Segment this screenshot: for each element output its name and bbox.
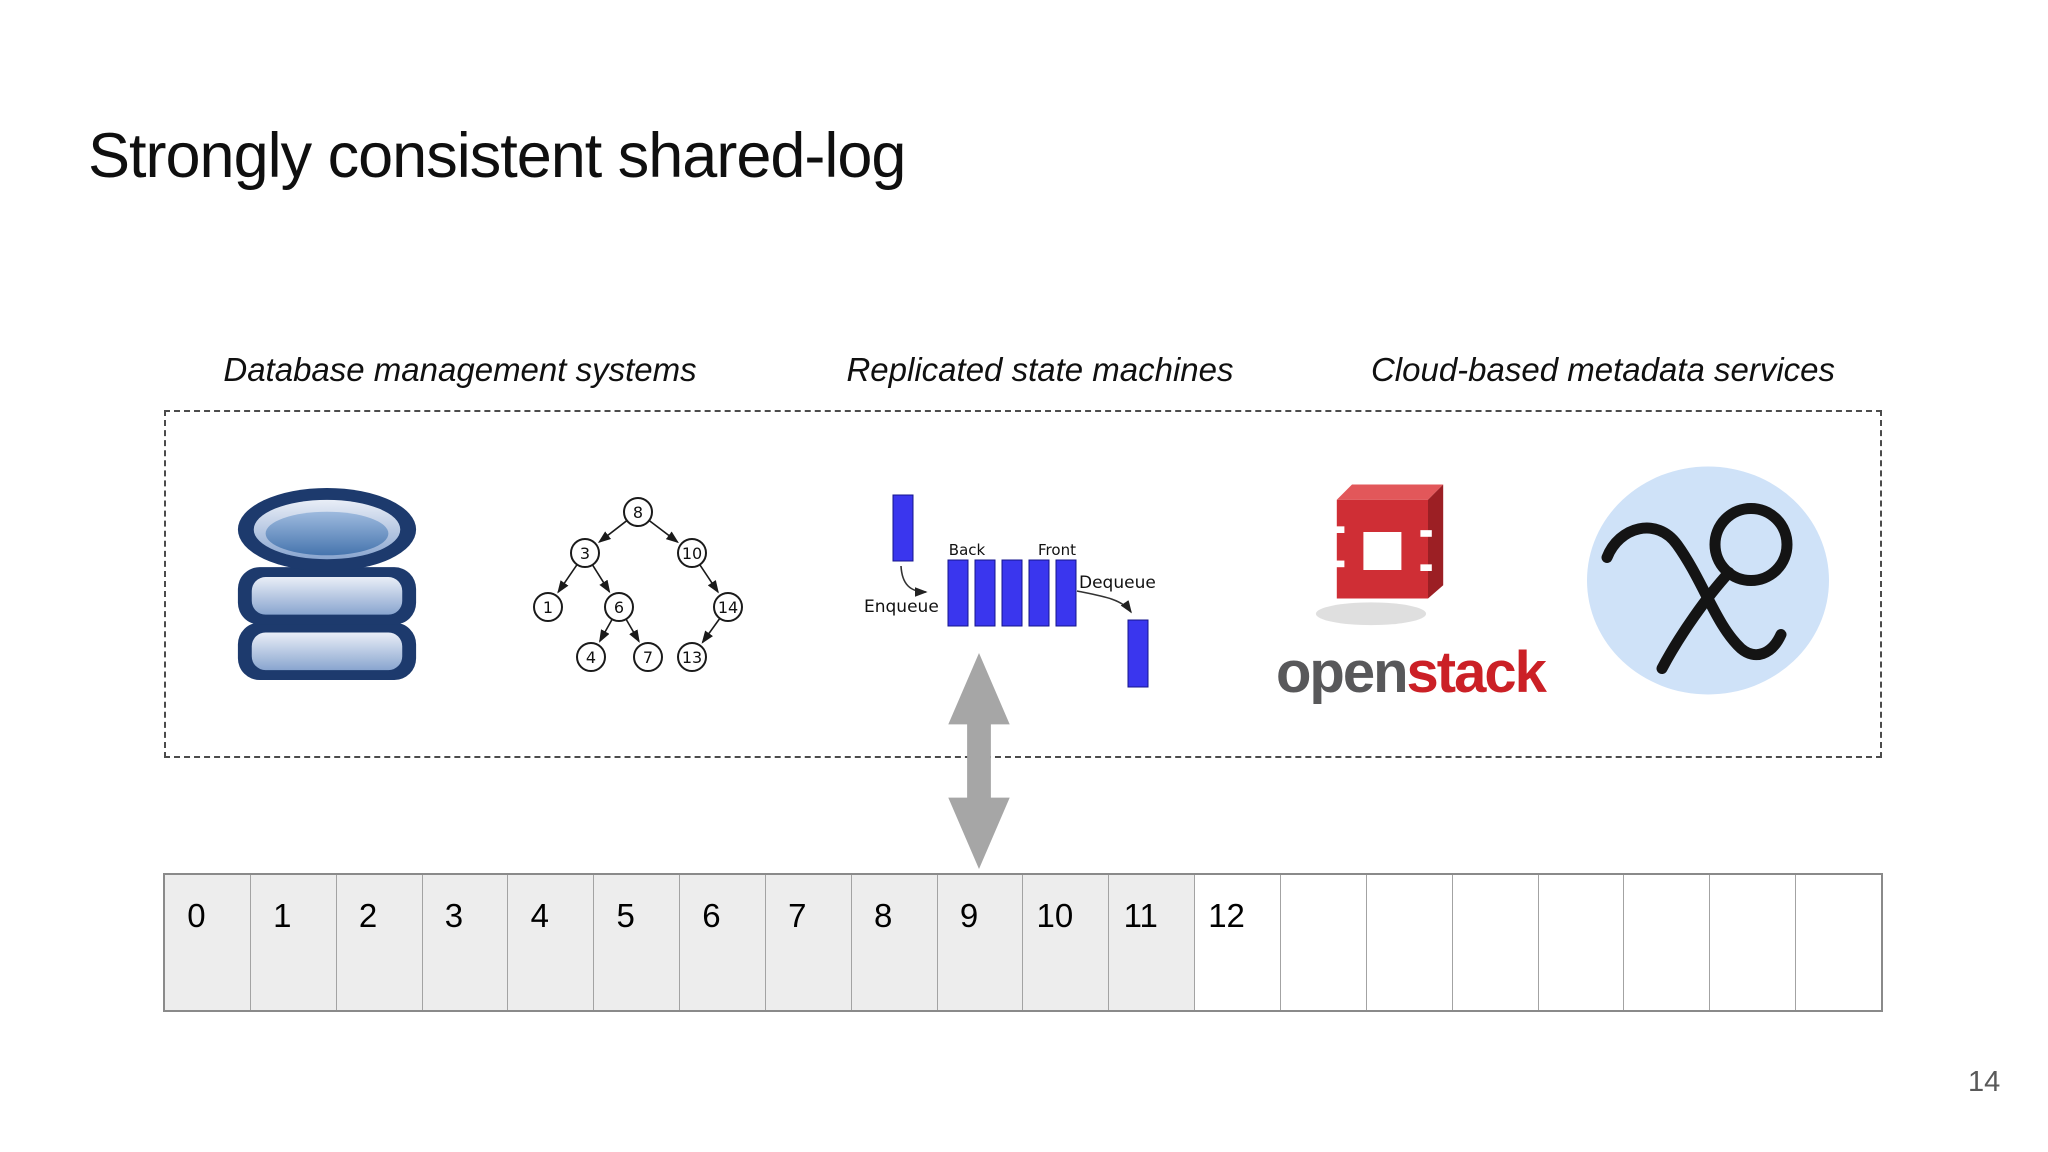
svg-text:3: 3 <box>580 544 590 563</box>
log-cell-label: 3 <box>444 897 464 934</box>
lambda-logo <box>1587 466 1829 695</box>
tree-node-3: 3 <box>570 538 600 568</box>
append-double-arrow <box>948 653 1010 869</box>
log-cell-7: 7 <box>765 875 852 1010</box>
tree-edge-10-14 <box>699 564 719 594</box>
tree-edge-8-10 <box>648 519 679 544</box>
log-cell-label: 8 <box>873 897 893 934</box>
log-cell-label: 7 <box>788 897 807 934</box>
enqueue-arrow <box>900 565 928 597</box>
log-cell-label: 11 <box>1123 897 1158 934</box>
openstack-word-stack: stack <box>1406 640 1547 705</box>
log-cell-3: 3 <box>422 875 509 1010</box>
tree-edge-3-6 <box>591 564 611 594</box>
category-label-cloud-metadata: Cloud-based metadata services <box>1370 351 1836 388</box>
log-cell-label: 1 <box>273 897 292 934</box>
openstack-word-open: open <box>1276 640 1409 705</box>
enqueue-label: Enqueue <box>864 597 939 617</box>
tree-node-6: 6 <box>604 592 634 622</box>
log-cell-empty-18 <box>1710 875 1797 1010</box>
tree-node-8: 8 <box>623 497 653 527</box>
queue-diagram: Back Front Enqueue Dequeue <box>864 494 1156 688</box>
queue-front-label: Front <box>1038 541 1076 559</box>
log-cell-8: 8 <box>851 875 938 1010</box>
tree-edge-3-1 <box>557 564 578 594</box>
tree-node-10: 10 <box>677 538 707 568</box>
log-cell-empty-14 <box>1366 875 1453 1010</box>
openstack-wordmark: openstack <box>1276 644 1576 702</box>
log-cell-label: 4 <box>530 897 549 934</box>
lambda-circle-background <box>1587 466 1829 695</box>
dequeue-arrow <box>1076 590 1132 614</box>
svg-text:13: 13 <box>682 648 702 667</box>
tree-node-1: 1 <box>533 592 563 622</box>
svg-text:6: 6 <box>614 598 624 617</box>
log-cell-12: 12 <box>1195 875 1281 1010</box>
log-cell-label: 9 <box>959 897 979 934</box>
queue-back-label: Back <box>949 541 986 559</box>
queue-bar-3 <box>1028 559 1050 627</box>
svg-text:10: 10 <box>682 544 702 563</box>
svg-text:7: 7 <box>643 648 653 667</box>
queue-bar-0 <box>947 559 969 627</box>
svg-text:1: 1 <box>543 598 553 617</box>
log-cell-label: 6 <box>702 897 721 934</box>
openstack-logo: openstack <box>1276 470 1576 720</box>
log-cell-11: 11 <box>1109 875 1196 1010</box>
queue-bar-4 <box>1055 559 1077 627</box>
log-cell-empty-15 <box>1452 875 1539 1010</box>
applications-dashed-box <box>164 410 1882 758</box>
tree-edge-8-3 <box>597 519 628 543</box>
tree-node-14: 14 <box>713 592 743 622</box>
category-label-dbms: Database management systems <box>223 351 697 388</box>
database-icon <box>237 487 417 681</box>
log-cell-2: 2 <box>336 875 423 1010</box>
log-cell-label: 10 <box>1036 897 1074 934</box>
svg-text:14: 14 <box>718 598 738 617</box>
queue-cells <box>947 559 1077 627</box>
double-arrow-shape <box>948 653 1010 869</box>
log-cell-label: 2 <box>358 897 378 934</box>
log-cell-6: 6 <box>680 875 766 1010</box>
openstack-cube-icon <box>1315 484 1444 626</box>
tree-node-7: 7 <box>633 642 663 672</box>
log-cell-5: 5 <box>594 875 681 1010</box>
svg-text:4: 4 <box>586 648 596 667</box>
dequeue-label: Dequeue <box>1079 573 1156 593</box>
log-cell-label: 5 <box>616 897 635 934</box>
log-cell-1: 1 <box>250 875 337 1010</box>
log-cell-9: 9 <box>937 875 1024 1010</box>
category-label-rsm: Replicated state machines <box>846 351 1234 388</box>
log-cell-empty-16 <box>1538 875 1625 1010</box>
queue-bar-1 <box>974 559 996 627</box>
log-cell-label: 12 <box>1208 897 1245 934</box>
tree-edge-14-13 <box>701 617 721 644</box>
svg-text:8: 8 <box>633 503 643 522</box>
log-cell-10: 10 <box>1023 875 1110 1010</box>
binary-search-tree-diagram: 8 3 10 1 6 14 4 7 13 <box>533 497 743 672</box>
log-cell-empty-13 <box>1280 875 1367 1010</box>
slide-title: Strongly consistent shared-log <box>88 121 906 191</box>
lambda-glyph <box>1601 503 1793 674</box>
tree-node-13: 13 <box>677 642 707 672</box>
dequeue-item-rect <box>1127 619 1149 688</box>
log-cell-empty-19 <box>1796 875 1881 1010</box>
log-cell-4: 4 <box>508 875 595 1010</box>
tree-edge-6-4 <box>599 618 613 643</box>
page-number: 14 <box>1968 1066 2001 1098</box>
tree-edge-6-7 <box>625 618 640 643</box>
queue-bar-2 <box>1001 559 1023 627</box>
log-cell-empty-17 <box>1624 875 1711 1010</box>
log-cell-0: 0 <box>165 875 251 1010</box>
tree-node-4: 4 <box>576 642 606 672</box>
enqueue-item-rect <box>892 494 914 562</box>
log-cell-label: 0 <box>187 897 206 934</box>
